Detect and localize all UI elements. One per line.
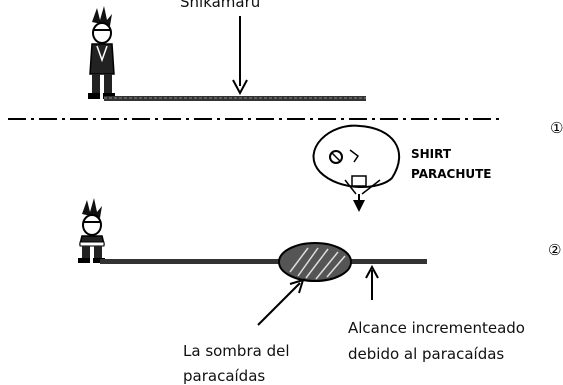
arrow-down-top bbox=[232, 16, 248, 96]
shirt-label: SHIRT bbox=[411, 147, 452, 161]
arrow-to-shadow bbox=[257, 278, 305, 326]
range-caption-line2: debido al paracaídas bbox=[348, 345, 504, 363]
shadow-caption-line1: La sombra del bbox=[183, 342, 290, 360]
character-figure-top bbox=[88, 6, 115, 99]
step-number-2: ② bbox=[548, 241, 561, 259]
character-name-label: Shikamaru bbox=[180, 0, 260, 11]
shirt-parachute-icon bbox=[312, 124, 401, 212]
range-caption-line1: Alcance incrementeado bbox=[348, 319, 525, 337]
step-number-1: ① bbox=[550, 119, 563, 137]
character-figure-bottom bbox=[78, 198, 105, 263]
shadow-bar-bottom bbox=[100, 259, 427, 264]
parachute-label: PARACHUTE bbox=[411, 167, 491, 181]
shadow-caption-line2: paracaídas bbox=[183, 367, 265, 385]
parachute-shadow bbox=[278, 242, 352, 282]
arrow-to-range-end bbox=[365, 264, 379, 300]
